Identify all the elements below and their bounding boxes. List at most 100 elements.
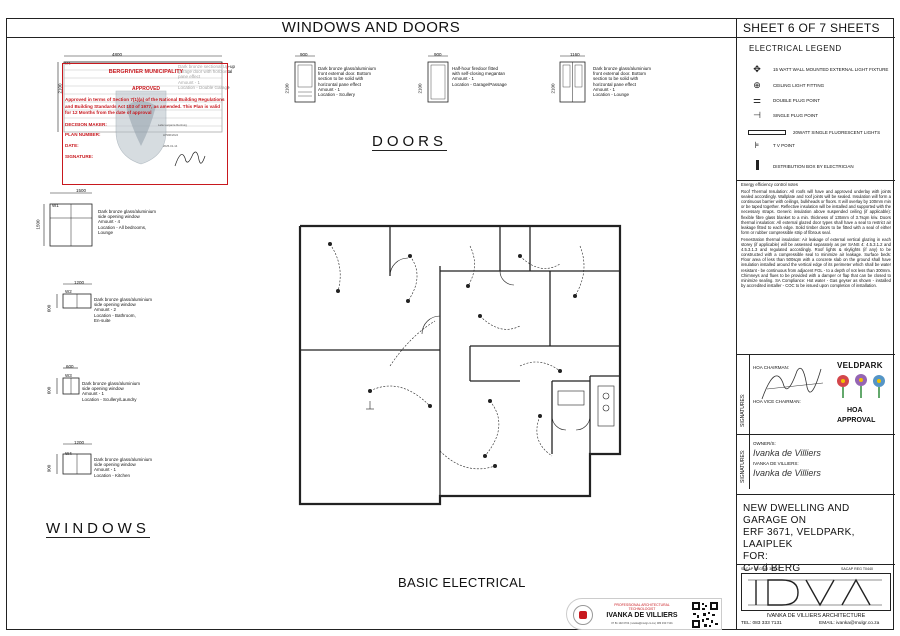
- owner-name: Ivanka de Villiers: [753, 448, 821, 458]
- door-d2-width: 900: [300, 52, 308, 57]
- stamp-date: DATE:: [65, 143, 79, 148]
- stamp-title: BERGRIVIER MUNICIPALITY: [108, 69, 184, 75]
- tv-point-icon: ⊧: [754, 140, 760, 150]
- ceiling-light-icon: ⊕: [753, 80, 761, 90]
- legend-item-distribution-box: DISTRIBUTION BOX BY ELECTRICIAN: [747, 160, 854, 172]
- flowers-icon: [837, 374, 885, 398]
- reg-left: SACAP REG NR 30942: [741, 567, 780, 571]
- window-w4-height: 900: [46, 464, 52, 473]
- title-block: SHEET 6 OF 7 SHEETS ELECTRICAL LEGEND ✥ …: [736, 18, 895, 630]
- window-w3-height: 600: [46, 386, 52, 395]
- owner-label: OWNER/S:: [753, 441, 776, 446]
- hoa-approval-1: HOA: [847, 407, 863, 414]
- double-plug-icon: ⚌: [752, 95, 762, 105]
- badge-line2: TECHNOLOGIST: [628, 607, 656, 611]
- architect-email: EMAIL: ivanka@mulgr.co.za: [819, 621, 880, 626]
- municipal-crest-icon: [115, 90, 167, 165]
- sheet-title: WINDOWS AND DOORS: [281, 19, 461, 36]
- window-w3-width: 600: [66, 364, 74, 369]
- legend-item-double-plug: ⚌ DOUBLE PLUG POINT: [747, 95, 820, 106]
- legend-title: ELECTRICAL LEGEND: [749, 44, 842, 53]
- legend-item-tv-point: ⊧ T V POINT: [747, 140, 795, 151]
- stamp-signature: SIGNATURE:: [65, 154, 94, 159]
- hoa-chairman-label: HOA CHAIRMAN:: [753, 365, 790, 370]
- architect-box: SACAP REG NR 30942 SACAP REG T0440 IVANK…: [737, 564, 895, 630]
- owner-signatures-label: SIGNATURES:: [740, 449, 746, 483]
- window-w2-height: 600: [46, 304, 52, 313]
- window-w3-id: W3: [65, 373, 72, 378]
- plan-title: BASIC ELECTRICAL: [398, 575, 526, 590]
- energy-notes: Energy efficiency control notes Roof The…: [741, 182, 891, 290]
- municipal-approval-stamp: BERGRIVIER MUNICIPALITY APPROVED Approve…: [62, 63, 228, 185]
- electrical-floor-plan: [298, 224, 622, 506]
- hoa-signature-mark: [761, 367, 824, 400]
- qr-code-icon: [691, 601, 719, 629]
- hoa-approval-2: APPROVAL: [837, 417, 876, 424]
- stamp-decision-maker: DECISION MAKER:: [65, 122, 107, 127]
- stamp-plan-number: PLAN NUMBER:: [65, 132, 101, 137]
- windows-title: WINDOWS: [46, 520, 150, 538]
- legend-item-wall-light: ✥ 15 WATT WALL MOUNTED EXTERNAL LIGHT FI…: [747, 64, 888, 75]
- wall-light-icon: ✥: [753, 64, 761, 74]
- sheet-number: SHEET 6 OF 7 SHEETS: [737, 18, 895, 38]
- window-w2-width: 1200: [74, 280, 85, 285]
- architect-badge-logo-icon: [573, 605, 593, 625]
- door-d3-elevation: [427, 55, 449, 103]
- drawing-frame: [6, 18, 894, 630]
- badge-contact: 07 81 192 0704 | ivanka@mulgr.co.za | 08…: [611, 622, 673, 625]
- reg-right: SACAP REG T0440: [841, 567, 874, 571]
- door-d3-width: 900: [434, 52, 442, 57]
- door-d3-height: 2100: [417, 83, 423, 94]
- window-w2-id: W2: [65, 289, 72, 294]
- hoa-brand: VELDPARK: [837, 361, 883, 370]
- stamp-date-value: 2025-01-14: [163, 144, 178, 148]
- window-w4-id: W4: [65, 451, 72, 456]
- hoa-vice-label: HOA VICE CHAIRMAN:: [753, 399, 801, 404]
- stamp-decision-value: Lalie Lanjanta Renburg: [158, 123, 187, 127]
- sheet-header: WINDOWS AND DOORS: [6, 18, 736, 38]
- door-d4-height: 2100: [550, 83, 556, 94]
- owner2-label: IVANKA DE VILLIERS:: [753, 461, 799, 466]
- energy-notes-paragraph: Roof Thermal Insulation: All roofs will …: [741, 189, 891, 235]
- window-w1-width: 1500: [76, 188, 87, 193]
- badge-name: IVANKA DE VILLIERS: [606, 612, 678, 619]
- energy-divider: [737, 180, 895, 181]
- door-d2-height: 2100: [284, 83, 290, 94]
- window-w4-width: 1200: [74, 440, 85, 445]
- distribution-box-icon: [747, 160, 767, 172]
- project-description: NEW DWELLING AND GARAGE ON ERF 3671, VEL…: [743, 503, 855, 574]
- legend-item-fluorescent: 20WATT SINGLE FLUORESCENT LIGHTS: [747, 127, 880, 137]
- legend-item-single-plug: ⊣ SINGLE PLUG POINT: [747, 110, 818, 121]
- stamp-text: Approved in terms of Section 7(1)(a) of …: [65, 97, 225, 115]
- hoa-signatures-label: SIGNATURES:: [740, 393, 746, 427]
- window-w1-id: W1: [52, 203, 59, 208]
- window-w1-height: 1500: [35, 219, 41, 230]
- idva-logo-icon: [748, 578, 882, 607]
- door-d2-elevation: [294, 55, 316, 103]
- fluorescent-light-icon: [747, 127, 787, 137]
- energy-notes-paragraph: Fenestration thermal insulation: Air lea…: [741, 236, 891, 288]
- architect-badge: PROFESSIONAL ARCHITECTURAL TECHNOLOGIST …: [566, 598, 722, 630]
- energy-notes-title: Energy efficiency control notes: [741, 182, 798, 187]
- door-d4-width: 1160: [570, 52, 580, 57]
- hoa-approval-box: SIGNATURES: HOA CHAIRMAN: HOA VICE CHAIR…: [737, 354, 895, 435]
- architect-logo: [741, 573, 891, 611]
- stamp-signature-mark: [174, 151, 206, 167]
- architect-name: IVANKA DE VILLIERS ARCHITECTURE: [766, 613, 866, 619]
- badge-line1: PROFESSIONAL ARCHITECTURAL: [614, 603, 670, 607]
- door-d4-elevation: [559, 55, 586, 103]
- project-box: NEW DWELLING AND GARAGE ON ERF 3671, VEL…: [737, 494, 895, 576]
- owner-signature-box: SIGNATURES: OWNER/S: Ivanka de Villiers …: [737, 434, 895, 489]
- windows-drawings: [43, 192, 93, 475]
- legend-item-ceiling-light: ⊕ CEILING LIGHT FITTING: [747, 80, 824, 91]
- doors-title: DOORS: [372, 133, 448, 151]
- owner2-name: Ivanka de Villiers: [753, 468, 821, 478]
- architect-tel: TEL: 083 333 7131: [741, 621, 782, 626]
